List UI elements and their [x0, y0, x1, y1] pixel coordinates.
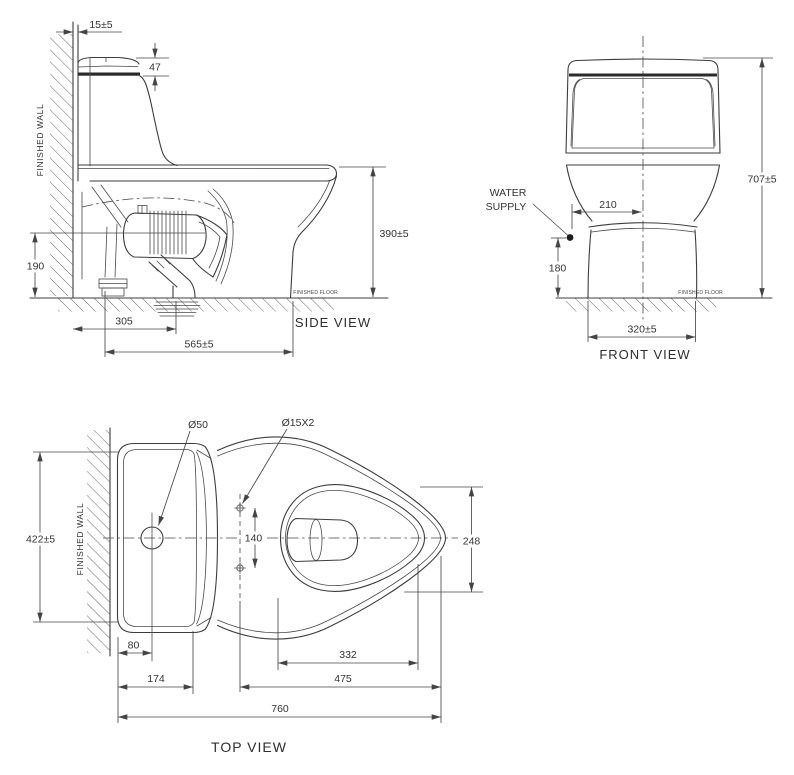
- side-hidden-rim-line: [81, 197, 235, 224]
- front-floor: [555, 297, 773, 312]
- side-toilet-outline: [77, 24, 338, 299]
- side-wall-hatch: [50, 34, 73, 296]
- top-sump-jet: [309, 519, 323, 561]
- dim-side-inlet-height: 190: [27, 261, 45, 273]
- dim-top-bowl-length: 332: [339, 649, 357, 661]
- water-supply-label-1: WATER: [490, 187, 527, 199]
- side-bowl-back-wall: [212, 188, 234, 285]
- water-supply-point: [566, 234, 574, 241]
- front-dimensions: 210 180 707±5 320±5 FINISHED FLOOR: [546, 57, 781, 342]
- side-dimensions: 15±5 47 190 305 565±5 390±5 FIN: [24, 19, 409, 357]
- front-view: WATER SUPPLY 210 180 707±5 320±5 FINISHE…: [486, 36, 781, 362]
- front-toilet-outline: [565, 58, 721, 299]
- side-valve-ribs: [149, 210, 187, 255]
- top-tank-inner: [123, 449, 197, 627]
- top-seat-opening-outer: [279, 484, 426, 592]
- dim-top-bowl-width: 248: [463, 536, 481, 548]
- dim-front-supply-height: 180: [549, 263, 567, 275]
- side-view-label: SIDE VIEW: [295, 315, 371, 330]
- top-seat-opening-inner: [285, 490, 419, 586]
- top-sump-outline: [286, 517, 359, 563]
- dim-front-supply-offset: 210: [599, 199, 617, 211]
- front-floor-hatch: [566, 298, 716, 312]
- side-finished-wall-label: FINISHED WALL: [35, 104, 45, 177]
- front-finished-floor-label: FINISHED FLOOR: [678, 290, 723, 296]
- top-dimensions: Ø50 Ø15X2 140 248 422±5 80: [21, 417, 485, 723]
- top-body-inner: [217, 442, 441, 634]
- top-tank-outer: [116, 442, 219, 634]
- side-floor-hatch: [58, 298, 334, 312]
- dim-side-lid-height: 47: [149, 62, 161, 74]
- top-body-outer: [216, 436, 447, 640]
- dim-side-depth: 565±5: [184, 339, 213, 351]
- side-outlet-flange: [153, 301, 201, 317]
- top-toilet-outline: [116, 436, 447, 662]
- dim-front-base-width: 320±5: [627, 324, 656, 336]
- top-wall-hatch: [87, 430, 110, 653]
- side-outlet-pipe: [148, 254, 189, 288]
- top-wall: [87, 427, 111, 657]
- dim-top-overall-width: 422±5: [26, 534, 55, 546]
- dim-top-tank-depth: 174: [147, 673, 165, 685]
- top-bolt-holes: [234, 494, 246, 692]
- side-tank-seam: [78, 72, 140, 76]
- dim-top-bolt-spacing: 140: [245, 533, 263, 545]
- dim-side-bowl-height: 390±5: [379, 228, 408, 240]
- side-wall: [50, 21, 74, 299]
- front-view-label: FRONT VIEW: [599, 347, 690, 362]
- dim-top-spud-diameter: Ø50: [188, 419, 208, 431]
- dim-front-overall-height: 707±5: [747, 174, 776, 186]
- dim-side-wall-gap: 15±5: [89, 19, 112, 31]
- top-view-label: TOP VIEW: [211, 739, 287, 755]
- side-view: 15±5 47 190 305 565±5 390±5 FIN: [24, 19, 409, 357]
- dim-top-overall-length: 760: [271, 703, 289, 715]
- water-supply-label-2: SUPPLY: [486, 201, 527, 213]
- side-floor: [29, 297, 389, 312]
- front-tank-seam: [569, 73, 717, 77]
- water-supply-leader: [532, 203, 568, 236]
- side-flush-valve-housing: [122, 212, 207, 260]
- top-view: Ø50 Ø15X2 140 248 422±5 80: [21, 417, 485, 755]
- dim-top-bolt-to-front: 475: [334, 673, 352, 685]
- side-finished-floor-label: FINISHED FLOOR: [293, 290, 338, 296]
- top-finished-wall-label: FINISHED WALL: [75, 503, 85, 576]
- dim-top-bolt-holes: Ø15X2: [282, 417, 315, 429]
- dim-top-spud-offset: 80: [128, 640, 140, 652]
- dim-side-outlet-offset: 305: [115, 316, 133, 328]
- side-cutaway-internals: [81, 184, 235, 317]
